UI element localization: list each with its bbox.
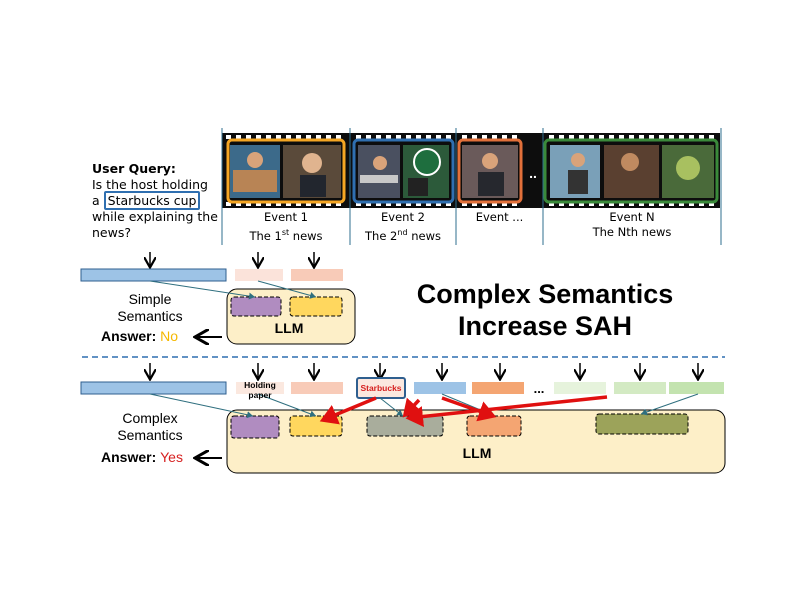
- eventN-frames: [543, 138, 719, 204]
- headline-line2: Increase SAH: [457, 311, 633, 341]
- bottom-llm-label: LLM: [463, 445, 492, 461]
- complex-semantics-label: Complex Semantics: [95, 410, 205, 444]
- user-query-line3: while explaining the: [92, 209, 218, 224]
- event-caption-1: Event 1 The 1st news: [222, 210, 350, 244]
- query-highlight-starbucks-cup: Starbucks cup: [103, 191, 201, 210]
- visual-token-b4: [414, 382, 466, 394]
- bottom-answer: Answer: Yes: [101, 449, 183, 465]
- simple-semantics-label: Simple Semantics: [100, 291, 200, 325]
- event-desc: The 1st news: [249, 228, 323, 243]
- event1-frames: [226, 138, 346, 204]
- top-answer: Answer: No: [101, 328, 178, 344]
- bottom-token-ellipsis: ...: [534, 381, 545, 396]
- user-query-title: User Query:: [92, 161, 176, 176]
- token-holding-paper: Holding paper: [244, 380, 276, 400]
- user-query-line4: news?: [92, 225, 131, 240]
- visual-token-b6: [554, 382, 606, 394]
- event-caption-2: Event 2 The 2nd news: [350, 210, 456, 244]
- user-query-line2: a Starbucks cup: [92, 191, 232, 210]
- event-desc: The 2nd news: [365, 228, 441, 243]
- event-desc: The Nth news: [592, 225, 672, 239]
- top-llm-label: LLM: [275, 320, 304, 336]
- visual-token-b2: [291, 382, 343, 394]
- simple-label-line1: Simple: [128, 291, 172, 307]
- user-query-line1: Is the host holding: [92, 177, 208, 192]
- event3-frames: [457, 138, 523, 204]
- user-query: User Query: Is the host holding a Starbu…: [92, 161, 232, 241]
- bottom-yellow-token: [289, 415, 343, 437]
- top-connectors: [149, 280, 317, 300]
- visual-token-1: [235, 269, 283, 281]
- top-arrows: [150, 252, 314, 266]
- bottom-gray-token: [366, 415, 444, 437]
- visual-token-b7: [614, 382, 666, 394]
- complex-label-line1: Complex: [122, 410, 178, 426]
- bottom-olive-token: [595, 413, 689, 435]
- answer-label: Answer:: [101, 449, 157, 465]
- event-caption-3: Event ...: [456, 210, 543, 225]
- event-name: Event 1: [264, 210, 308, 224]
- complex-label-line2: Semantics: [117, 427, 183, 443]
- token-holding-paper-bg: [236, 382, 284, 394]
- top-purple-token: [230, 296, 282, 317]
- token-starbucks-box: [356, 377, 406, 399]
- top-yellow-token: [289, 296, 343, 317]
- bottom-query-token-bar: [80, 381, 227, 395]
- headline-line1: Complex Semantics: [416, 279, 674, 309]
- event-caption-n: Event N The Nth news: [543, 210, 721, 240]
- event-name: Event ...: [475, 210, 524, 224]
- video-filmstrip: ..: [221, 128, 722, 245]
- bottom-purple-token: [230, 415, 280, 439]
- answer-value-yes: Yes: [160, 449, 183, 465]
- filmstrip-ellipsis: ..: [529, 165, 537, 181]
- simple-label-line2: Semantics: [117, 308, 183, 324]
- user-query-prefix: a: [92, 193, 104, 208]
- event2-frames: [352, 138, 455, 204]
- headline: Complex Semantics Increase SAH: [380, 278, 710, 342]
- answer-label: Answer:: [101, 328, 157, 344]
- visual-token-b8: [669, 382, 724, 394]
- event-name: Event 2: [381, 210, 425, 224]
- visual-token-2: [291, 269, 343, 281]
- bottom-orange-token: [466, 415, 522, 437]
- token-starbucks: Starbucks: [360, 383, 402, 393]
- query-token-bar: [80, 268, 227, 282]
- visual-token-b5: [472, 382, 524, 394]
- attention-red-arrows: [319, 395, 608, 427]
- bottom-arrows: [150, 363, 698, 378]
- answer-value-no: No: [160, 328, 179, 344]
- event-name: Event N: [609, 210, 655, 224]
